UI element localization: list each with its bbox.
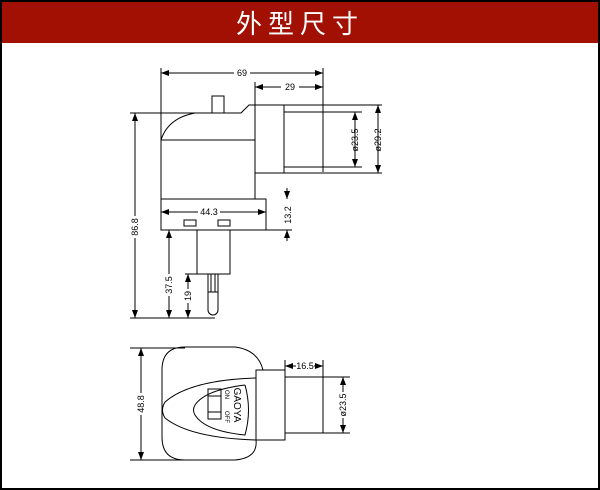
dim-overall-width: 69 <box>237 68 247 78</box>
plug-stem <box>196 229 231 275</box>
plug-pin <box>207 274 219 316</box>
dim-outer-diameter: ø29.2 <box>373 128 383 151</box>
section-title: 外型尺寸 <box>235 10 364 40</box>
top-view-outline <box>130 346 350 461</box>
barrel <box>284 376 324 434</box>
top-view: 48.8 16.5 ø23.5 GAOYA ON OFF <box>130 346 350 461</box>
dim-barrel-length: 29 <box>285 82 295 92</box>
dim-top-barrel-diameter: ø23.5 <box>338 393 348 416</box>
body-outline <box>161 346 264 461</box>
dim-plug-length: 37.5 <box>164 276 174 294</box>
top-button <box>211 95 225 114</box>
section-header: 外型尺寸 <box>2 2 598 43</box>
switch-off-label: OFF <box>223 411 229 423</box>
dim-overall-height: 86.8 <box>130 218 140 236</box>
dim-base-height: 13.2 <box>283 206 293 224</box>
switch-on-label: ON <box>223 390 229 399</box>
dim-top-height: 48.8 <box>136 395 146 413</box>
dim-inner-diameter: ø23.5 <box>350 128 360 151</box>
power-switch[interactable] <box>207 388 222 420</box>
brand-label: GAOYA <box>231 388 242 423</box>
dim-top-barrel-length: 16.5 <box>296 361 314 371</box>
side-view: 69 29 44.3 ø23.5 ø29.2 13.2 86.8 37.5 19 <box>130 67 383 319</box>
side-view-outline <box>130 68 382 319</box>
face-shape <box>162 377 257 441</box>
dim-base-width: 44.3 <box>200 207 218 217</box>
dim-pin-length: 19 <box>183 291 193 301</box>
